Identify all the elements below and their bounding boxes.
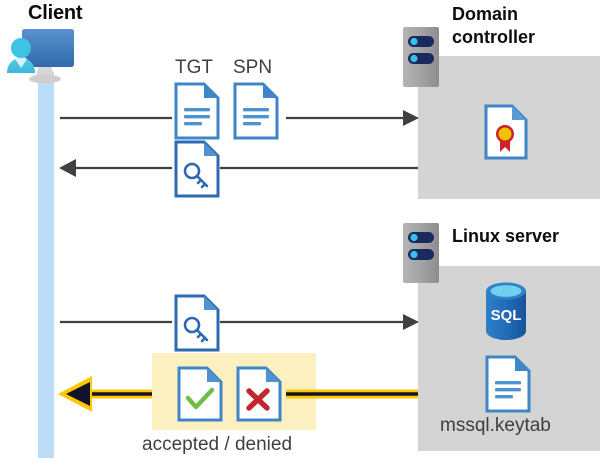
certificate-document-icon <box>484 104 528 160</box>
keytab-filename-label: mssql.keytab <box>440 415 551 436</box>
ticket-key-document-icon-2 <box>174 294 220 352</box>
spn-label: SPN <box>233 57 273 78</box>
client-lifeline <box>38 72 54 458</box>
accepted-document-check-icon <box>177 366 223 422</box>
domain-controller-label: Domain controller <box>452 3 592 49</box>
tgt-label: TGT <box>175 57 213 78</box>
arrowhead-to-linux-server <box>403 314 419 330</box>
denied-document-cross-icon <box>236 366 282 422</box>
linux-server-label: Linux server <box>452 226 560 246</box>
server-rack-icon-linux-server <box>403 223 439 283</box>
spn-document-icon <box>233 82 279 140</box>
client-workstation-icon <box>7 29 74 84</box>
client-label: Client <box>28 2 83 24</box>
accepted-denied-label: accepted / denied <box>142 434 293 455</box>
yellow-arrowhead-to-client <box>58 376 92 412</box>
domain-controller-label-line1: Domain <box>452 4 519 24</box>
arrowhead-to-domain-controller <box>403 110 419 126</box>
domain-controller-label-line2: controller <box>452 27 536 47</box>
ticket-key-document-icon-1 <box>174 140 220 198</box>
tgt-document-icon <box>174 82 220 140</box>
arrowhead-to-client-ticket <box>59 159 76 177</box>
sql-database-icon: SQL <box>486 282 526 340</box>
svg-text:SQL: SQL <box>491 307 522 324</box>
keytab-document-icon <box>485 355 531 413</box>
server-rack-icon-domain-controller <box>403 27 439 87</box>
